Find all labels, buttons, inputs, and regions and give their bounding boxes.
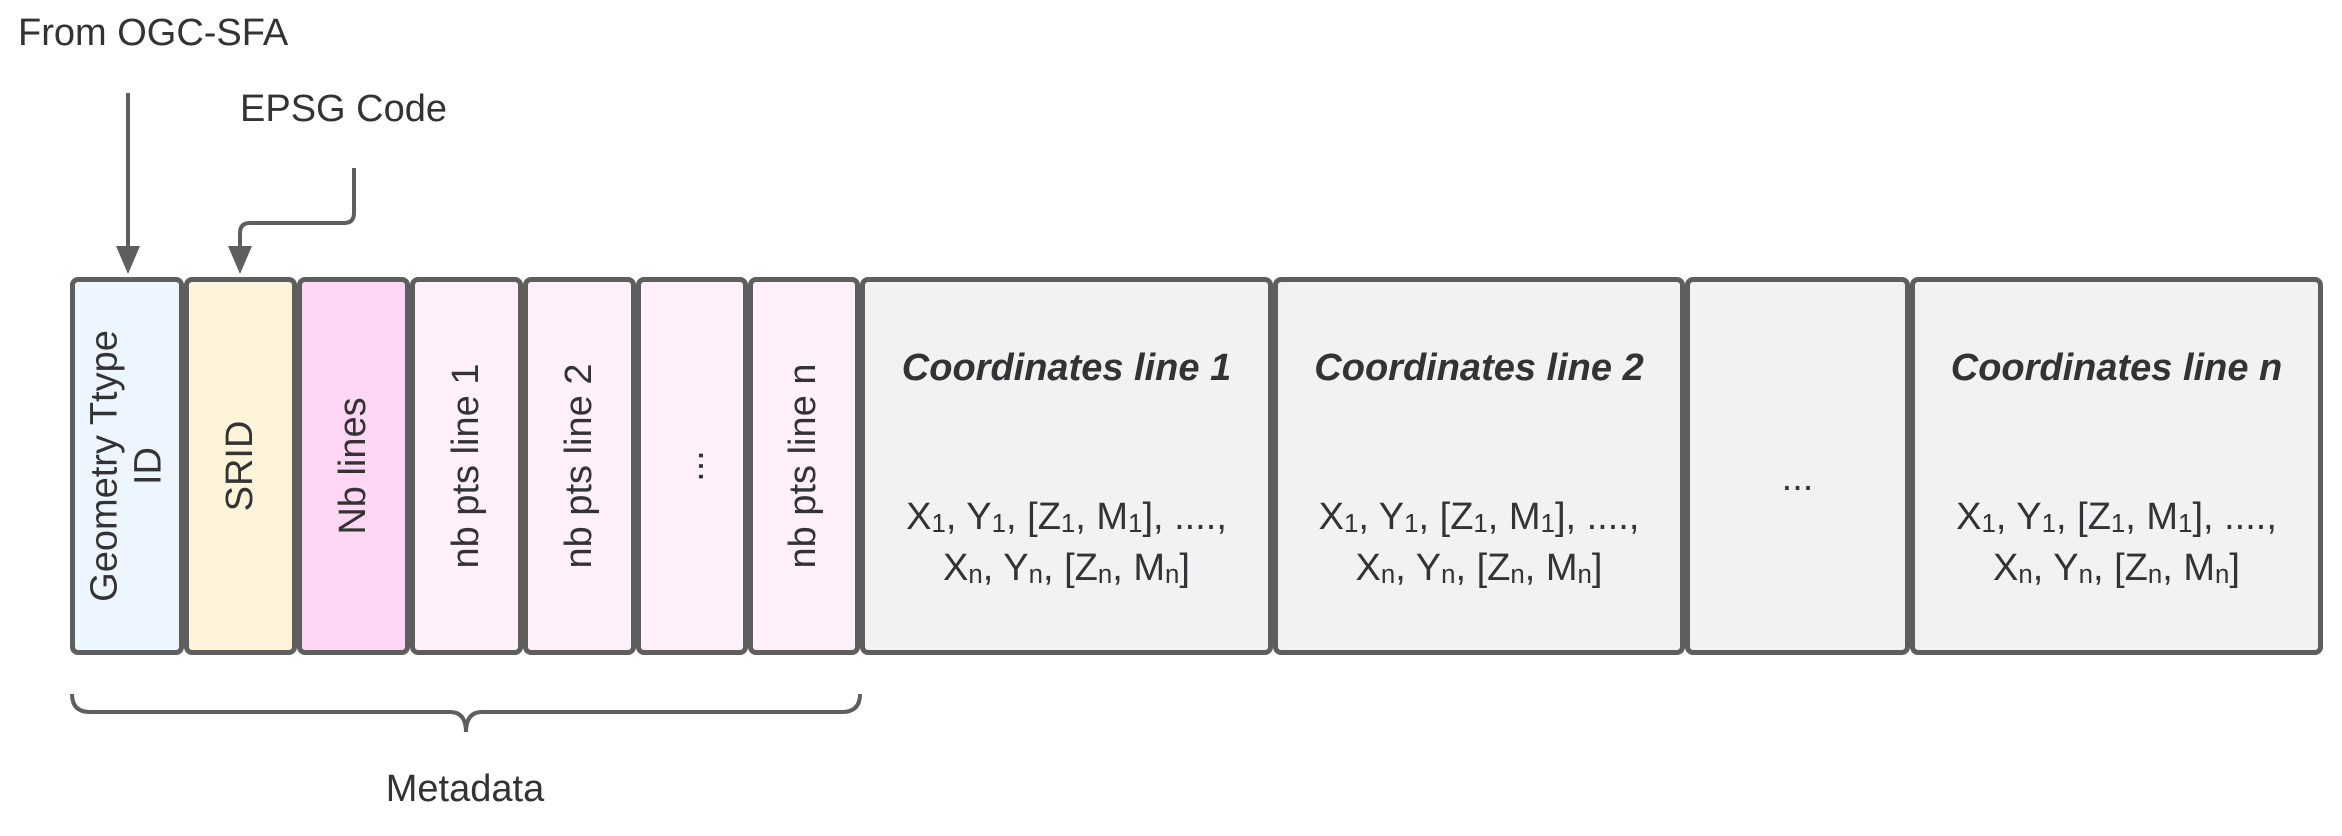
coordinates-line-1-title: Coordinates line 1 xyxy=(901,347,1232,389)
nb-pts-ellipsis-label: ... xyxy=(670,450,713,482)
metadata-label: Metadata xyxy=(385,768,545,810)
nb-pts-ellipsis-field: ... xyxy=(636,277,748,655)
coordinates-line-1-box: Coordinates line 1 X1, Y1, [Z1, M1], ...… xyxy=(860,277,1273,655)
nb-pts-line-1-field: nb pts line 1 xyxy=(410,277,523,655)
coordinates-line-n-title: Coordinates line n xyxy=(1950,347,2283,389)
nb-pts-line-n-field: nb pts line n xyxy=(748,277,860,655)
coordinates-line-n-box: Coordinates line n X1, Y1, [Z1, M1], ...… xyxy=(1910,277,2323,655)
nb-lines-label: Nb lines xyxy=(331,397,374,535)
epsg-code-arrowhead xyxy=(228,246,252,274)
nb-pts-line-1-label: nb pts line 1 xyxy=(444,363,487,569)
srid-field: SRID xyxy=(184,277,297,655)
from-ogc-sfa-label: From OGC-SFA xyxy=(18,12,289,54)
coordinates-line-n-formula: X1, Y1, [Z1, M1], ...., Xn, Yn, [Zn, Mn] xyxy=(1956,496,2277,590)
epsg-code-label: EPSG Code xyxy=(240,88,447,130)
coordinates-ellipsis-box: ... xyxy=(1685,277,1910,655)
srid-label: SRID xyxy=(218,420,261,512)
nb-pts-line-n-label: nb pts line n xyxy=(782,363,825,569)
coordinates-ellipsis-label: ... xyxy=(1781,457,1814,499)
metadata-brace xyxy=(70,693,862,733)
epsg-code-arrow-line xyxy=(238,168,356,248)
coordinates-line-2-box: Coordinates line 2 X1, Y1, [Z1, M1], ...… xyxy=(1273,277,1685,655)
geometry-type-label-line1: Geometry Ttype xyxy=(83,330,126,602)
geometry-type-label-line2: ID xyxy=(127,447,169,486)
nb-lines-field: Nb lines xyxy=(297,277,410,655)
coordinates-line-1-formula: X1, Y1, [Z1, M1], ...., Xn, Yn, [Zn, Mn] xyxy=(906,496,1227,590)
geometry-type-id-field: Geometry Ttype ID xyxy=(70,277,184,655)
nb-pts-line-2-field: nb pts line 2 xyxy=(523,277,636,655)
coordinates-line-2-title: Coordinates line 2 xyxy=(1314,347,1644,389)
coordinates-line-2-formula: X1, Y1, [Z1, M1], ...., Xn, Yn, [Zn, Mn] xyxy=(1318,496,1640,590)
from-ogc-arrowhead xyxy=(116,246,140,274)
nb-pts-line-2-label: nb pts line 2 xyxy=(557,363,600,569)
